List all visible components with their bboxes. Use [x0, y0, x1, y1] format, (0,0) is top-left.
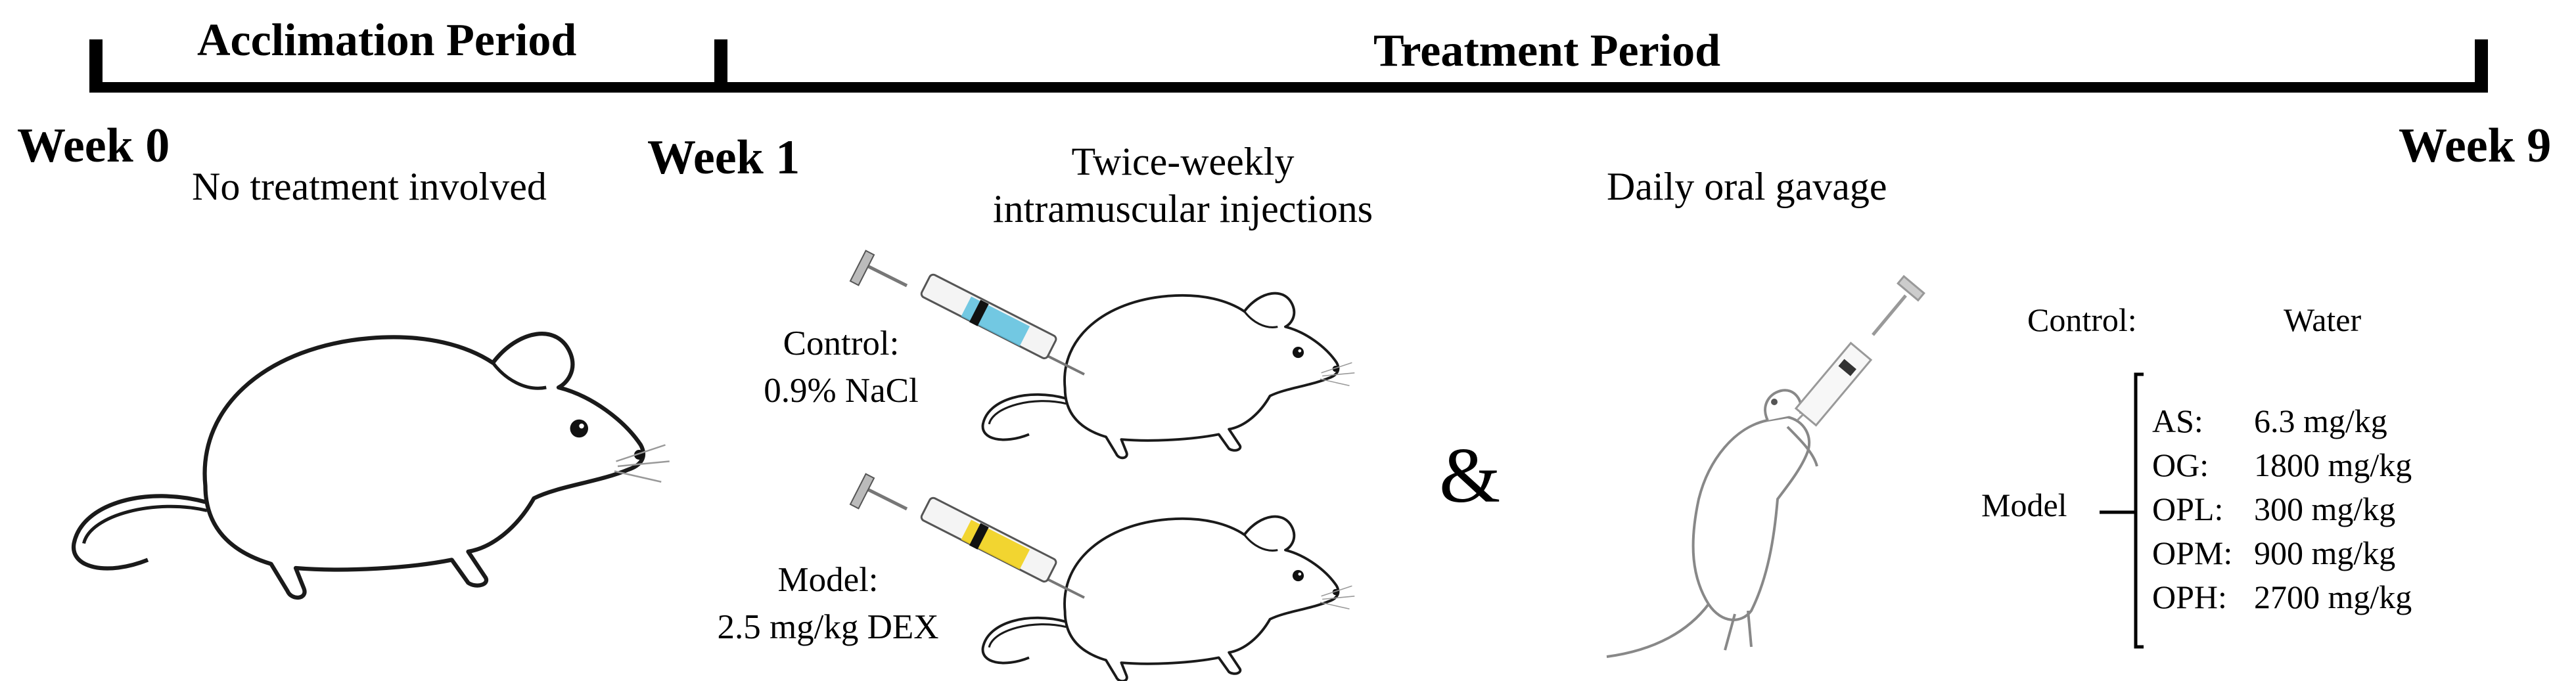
dose-value: 6.3 mg/kg	[2254, 403, 2387, 439]
control-mouse	[981, 292, 1356, 460]
gavage-control-label: Control:	[2027, 301, 2137, 338]
acclimation-description: No treatment involved	[192, 165, 547, 208]
injection-title-line-2: intramuscular injections	[992, 187, 1373, 231]
injection-control-group: Control: 0.9% NaCl	[729, 320, 953, 414]
gavage-mouse	[1606, 389, 1818, 658]
dose-value: 1800 mg/kg	[2254, 447, 2412, 483]
dose-group-name: OPH:	[2152, 579, 2227, 615]
model-bracket	[2100, 372, 2144, 649]
gavage-control-value: Water	[2284, 301, 2362, 338]
week-9-label: Week 9	[2399, 119, 2552, 173]
dose-row: OPL: 300 mg/kg	[2152, 487, 2412, 531]
injection-title: Twice-weekly intramuscular injections	[959, 138, 1406, 232]
week-1-label: Week 1	[647, 131, 800, 185]
acclimation-period-label: Acclimation Period	[197, 15, 577, 66]
control-syringe	[850, 251, 1084, 374]
gavage-model-label: Model	[1981, 487, 2067, 523]
injection-control-value: 0.9% NaCl	[764, 371, 919, 410]
dose-value: 900 mg/kg	[2254, 535, 2396, 571]
gavage-model-groups: AS: 6.3 mg/kg OG: 1800 mg/kg OPL: 300 mg/kg…	[2152, 399, 2412, 619]
ampersand-connector: &	[1439, 431, 1501, 519]
acclimation-mouse	[74, 334, 670, 598]
injection-model-group: Model: 2.5 mg/kg DEX	[690, 557, 966, 651]
gavage-title: Daily oral gavage	[1607, 165, 1887, 208]
model-mouse	[981, 515, 1356, 681]
injection-model-label: Model:	[777, 561, 879, 599]
dose-row: AS: 6.3 mg/kg	[2152, 399, 2412, 443]
dose-value: 2700 mg/kg	[2254, 579, 2412, 615]
treatment-period-label: Treatment Period	[1373, 26, 1721, 76]
gavage-syringe	[1794, 275, 1925, 427]
dose-group-name: AS:	[2152, 403, 2203, 439]
injection-model-value: 2.5 mg/kg DEX	[717, 607, 939, 646]
injection-title-line-1: Twice-weekly	[1071, 140, 1295, 183]
dose-group-name: OG:	[2152, 447, 2209, 483]
dose-value: 300 mg/kg	[2254, 491, 2396, 527]
dose-group-name: OPL:	[2152, 491, 2224, 527]
dose-group-name: OPM:	[2152, 535, 2233, 571]
model-syringe	[850, 474, 1084, 598]
dose-row: OPH: 2700 mg/kg	[2152, 575, 2412, 619]
week-0-label: Week 0	[17, 119, 170, 173]
injection-control-label: Control:	[783, 324, 900, 362]
dose-row: OG: 1800 mg/kg	[2152, 443, 2412, 487]
dose-row: OPM: 900 mg/kg	[2152, 531, 2412, 575]
timeline-bar	[89, 39, 2488, 93]
